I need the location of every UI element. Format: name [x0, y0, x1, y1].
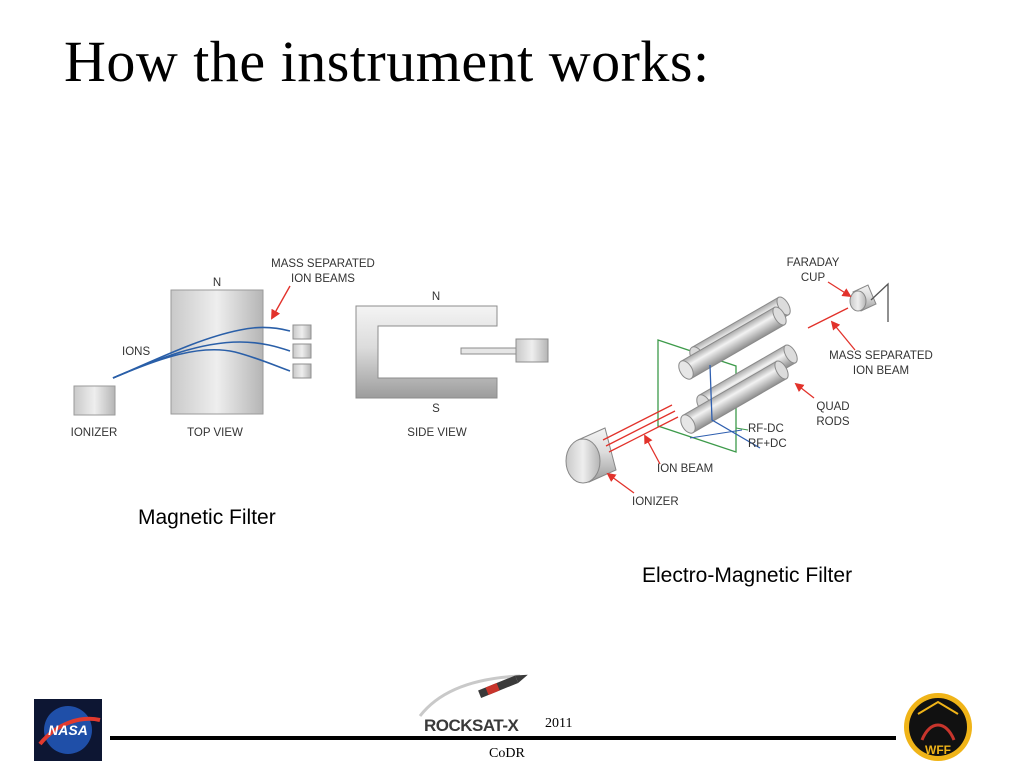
label-ions: IONS: [122, 346, 150, 358]
label-top-view: TOP VIEW: [187, 427, 243, 439]
top-view-magnet: [170, 289, 264, 415]
footer-year: 2011: [545, 716, 573, 731]
ion-beam-lines: [602, 404, 679, 453]
mass-beam-pointer: [830, 320, 856, 351]
label-faraday-1: FARADAY: [787, 257, 840, 269]
label-quad-ionizer: IONIZER: [632, 496, 679, 508]
ionizer-block: [73, 385, 116, 416]
label-mass-separated-2: ION BEAMS: [291, 273, 355, 285]
label-faraday-2: CUP: [801, 272, 826, 284]
side-view-detector: [515, 338, 549, 363]
detector-cup-3: [292, 363, 312, 379]
label-quad-1: QUAD: [816, 401, 849, 413]
rf-plate-blue: [709, 364, 761, 449]
label-n-side: N: [432, 291, 440, 303]
ion-beam-pointer: [644, 434, 661, 465]
detector-cup-1: [292, 324, 312, 340]
caption-magnetic-filter: Magnetic Filter: [138, 506, 276, 529]
rf-lead-green: [735, 427, 749, 431]
label-quad-2: RODS: [816, 416, 850, 428]
label-side-view: SIDE VIEW: [407, 427, 467, 439]
label-ion-beam: ION BEAM: [657, 463, 713, 475]
label-mass-beam-1: MASS SEPARATED: [829, 350, 933, 362]
quad-rod-front-bottom: [680, 360, 789, 434]
faraday-pointer: [827, 281, 852, 297]
side-view-probe: [460, 347, 517, 355]
magnetic-filter-diagram: MASS SEPARATED ION BEAMS N IONS IONIZER …: [71, 258, 549, 439]
exit-beam: [807, 307, 849, 329]
label-mass-separated-1: MASS SEPARATED: [271, 258, 375, 270]
svg-text:WFF: WFF: [925, 743, 951, 757]
quad-rod-front-top: [678, 306, 787, 380]
svg-text:NASA: NASA: [48, 722, 88, 738]
rf-lead-blue: [689, 429, 743, 439]
label-mass-beam-2: ION BEAM: [853, 365, 909, 377]
quad-rods-pointer: [794, 382, 815, 399]
rocksat-logo: ROCKSAT-X: [418, 674, 528, 735]
label-ionizer: IONIZER: [71, 427, 118, 439]
faraday-cup: [849, 282, 889, 322]
mass-separated-pointer: [271, 285, 291, 320]
nasa-logo: NASA: [34, 699, 102, 761]
quadrupole-filter-diagram: FARADAY CUP MASS SEPARATED ION BEAM QUAD…: [565, 257, 933, 508]
slide-title: How the instrument works:: [64, 29, 710, 94]
side-view-magnet: [355, 305, 498, 399]
ionizer-pointer: [606, 472, 635, 494]
label-rf-dc: RF-DC: [748, 423, 784, 435]
footer-codr: CoDR: [489, 746, 525, 761]
svg-text:ROCKSAT-X: ROCKSAT-X: [424, 716, 520, 735]
quad-ionizer: [565, 427, 617, 484]
footer-divider: [110, 736, 896, 740]
label-s-side: S: [432, 403, 440, 415]
caption-electro-magnetic-filter: Electro-Magnetic Filter: [642, 564, 853, 587]
detector-cup-2: [292, 343, 312, 359]
label-rf-plus-dc: RF+DC: [748, 438, 787, 450]
wff-logo: WFF: [904, 693, 972, 761]
label-n-top: N: [213, 277, 221, 289]
ion-paths: [112, 326, 291, 379]
